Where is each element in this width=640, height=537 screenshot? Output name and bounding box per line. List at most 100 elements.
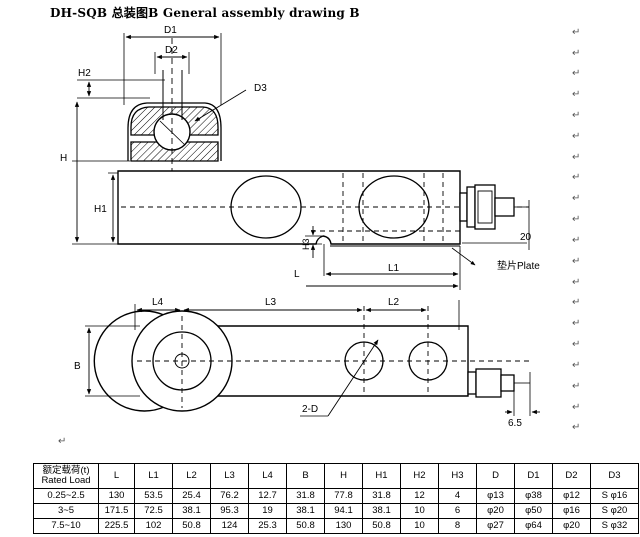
paragraph-mark: ↵	[572, 297, 581, 308]
table-cell: 8	[438, 518, 477, 534]
column-header: L4	[248, 463, 287, 489]
column-header: L3	[210, 463, 249, 489]
label-D1: D1	[164, 25, 177, 36]
paragraph-mark: ↵	[572, 360, 581, 371]
table-cell: 94.1	[324, 503, 363, 519]
table-row: 7.5~10 225.5 102 50.8 124 25.3 50.8 130 …	[33, 518, 639, 534]
label-H1: H1	[94, 204, 107, 215]
label-L1: L1	[388, 263, 400, 274]
table-cell: 31.8	[362, 488, 401, 504]
assembly-drawing: D1 D2 D3 H2 H H1 H3 L L1 20 垫片Plate L4 L…	[60, 25, 540, 429]
label-H3: H3	[301, 238, 311, 250]
table-cell: 130	[98, 488, 135, 504]
table-cell: φ12	[552, 488, 591, 504]
table-cell: φ50	[514, 503, 553, 519]
table-header-row: 额定载荷(t) Rated Load L L1 L2 L3 L4 B H H1 …	[33, 463, 639, 489]
rated-load-header-en: Rated Load	[41, 475, 91, 486]
table-cell: 95.3	[210, 503, 249, 519]
label-B: B	[74, 361, 81, 372]
table-cell: 72.5	[134, 503, 173, 519]
label-L4: L4	[152, 297, 164, 308]
bearing-housing	[127, 102, 222, 162]
column-header: D3	[590, 463, 639, 489]
table-cell: 12.7	[248, 488, 287, 504]
table-cell: 50.8	[362, 518, 401, 534]
table-cell: 53.5	[134, 488, 173, 504]
paragraph-mark: ↵	[572, 422, 581, 433]
label-L2: L2	[388, 297, 400, 308]
column-header: B	[286, 463, 325, 489]
table-cell: 171.5	[98, 503, 135, 519]
table-cell: φ64	[514, 518, 553, 534]
table-cell: 77.8	[324, 488, 363, 504]
table-cell: 25.3	[248, 518, 287, 534]
table-cell: 31.8	[286, 488, 325, 504]
plate-label: 垫片Plate	[497, 259, 540, 272]
paragraph-mark: ↵	[572, 68, 581, 79]
label-D3: D3	[254, 83, 267, 94]
rated-load-header-cn: 额定载荷(t)	[42, 465, 90, 476]
paragraph-mark: ↵	[572, 277, 581, 288]
table-cell: 38.1	[172, 503, 211, 519]
table-cell: S φ20	[590, 503, 639, 519]
table-cell: φ20	[476, 503, 515, 519]
table-cell: φ38	[514, 488, 553, 504]
column-header: H2	[400, 463, 439, 489]
label-L: L	[294, 269, 300, 280]
table-cell: 124	[210, 518, 249, 534]
table-row: 0.25~2.5 130 53.5 25.4 76.2 12.7 31.8 77…	[33, 488, 639, 504]
column-header: H3	[438, 463, 477, 489]
table-cell: 38.1	[362, 503, 401, 519]
paragraph-mark: ↵	[572, 27, 581, 38]
table-cell: S φ16	[590, 488, 639, 504]
column-header: D1	[514, 463, 553, 489]
paragraph-mark: ↵	[572, 235, 581, 246]
label-6.5: 6.5	[508, 418, 522, 429]
paragraph-mark: ↵	[572, 339, 581, 350]
table-cell: 12	[400, 488, 439, 504]
table-cell: φ20	[552, 518, 591, 534]
column-header: L1	[134, 463, 173, 489]
label-H: H	[60, 153, 67, 164]
paragraph-mark: ↵	[572, 48, 581, 59]
paragraph-mark: ↵	[58, 436, 67, 447]
table-cell: 6	[438, 503, 477, 519]
table-cell: 7.5~10	[33, 518, 99, 534]
table-cell: 10	[400, 503, 439, 519]
paragraph-mark: ↵	[572, 381, 581, 392]
paragraph-mark: ↵	[572, 131, 581, 142]
paragraph-mark: ↵	[572, 193, 581, 204]
table-cell: 19	[248, 503, 287, 519]
table-cell: 4	[438, 488, 477, 504]
label-H2: H2	[78, 68, 91, 79]
table-cell: 102	[134, 518, 173, 534]
table-cell: φ27	[476, 518, 515, 534]
table-cell: 76.2	[210, 488, 249, 504]
column-header: H	[324, 463, 363, 489]
paragraph-mark: ↵	[572, 152, 581, 163]
table-cell: φ16	[552, 503, 591, 519]
label-20: 20	[520, 232, 532, 243]
label-2-D: 2-D	[302, 404, 318, 415]
table-cell: 0.25~2.5	[33, 488, 99, 504]
table-cell: 50.8	[286, 518, 325, 534]
column-header: L	[98, 463, 135, 489]
paragraph-mark: ↵	[572, 318, 581, 329]
table-cell: 3~5	[33, 503, 99, 519]
label-L3: L3	[265, 297, 277, 308]
table-cell: 10	[400, 518, 439, 534]
paragraph-mark: ↵	[572, 110, 581, 121]
table-cell: 50.8	[172, 518, 211, 534]
label-D2: D2	[165, 45, 178, 56]
table-cell: 130	[324, 518, 363, 534]
paragraph-mark: ↵	[572, 89, 581, 100]
rated-load-spec-table: 额定载荷(t) Rated Load L L1 L2 L3 L4 B H H1 …	[33, 463, 639, 534]
paragraph-mark: ↵	[572, 256, 581, 267]
paragraph-mark: ↵	[572, 172, 581, 183]
table-cell: 38.1	[286, 503, 325, 519]
column-header: D	[476, 463, 515, 489]
column-header: D2	[552, 463, 591, 489]
paragraph-mark: ↵	[572, 402, 581, 413]
paragraph-mark: ↵	[572, 214, 581, 225]
column-header: H1	[362, 463, 401, 489]
